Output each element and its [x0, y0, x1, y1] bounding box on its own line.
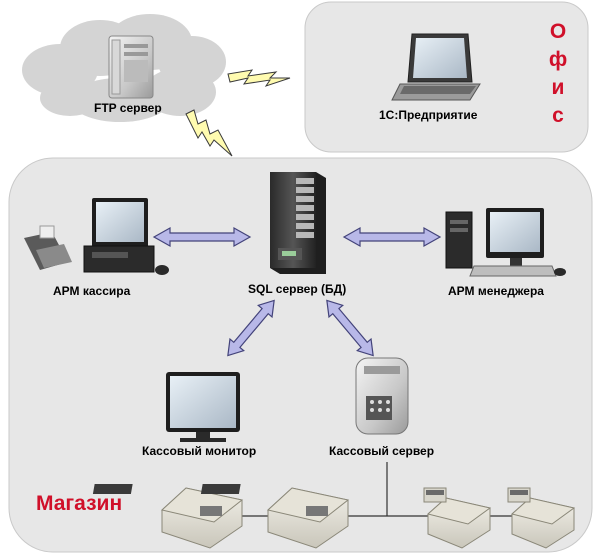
- cash-monitor-label: Кассовый монитор: [142, 444, 257, 458]
- cash-monitor-icon: [166, 372, 240, 442]
- cash-register-small-icon: [423, 487, 492, 549]
- cash-server-label: Кассовый сервер: [329, 444, 435, 458]
- register-connection-lines: [240, 462, 512, 517]
- office-title-letter: с: [552, 104, 564, 127]
- lightning-icon: [227, 69, 291, 87]
- cashier-label: АРМ кассира: [53, 284, 131, 298]
- arrow-cashier-sql: [152, 226, 252, 248]
- office-title: О ф и с: [543, 18, 573, 130]
- sql-server-icon: [270, 172, 326, 274]
- cash-register-icon: [200, 484, 350, 549]
- cloud-icon: [22, 14, 226, 122]
- office-title-letter: О: [549, 20, 567, 43]
- onec-label: 1С:Предприятие: [379, 108, 478, 122]
- ftp-server-icon: [108, 35, 154, 99]
- cash-register-icon: [92, 484, 244, 549]
- sql-server-label: SQL сервер (БД): [248, 282, 347, 296]
- arrow-sql-manager: [342, 226, 442, 248]
- shop-title: Магазин: [36, 492, 123, 515]
- cash-register-small-icon: [507, 487, 576, 549]
- manager-label: АРМ менеджера: [448, 284, 544, 298]
- arrow-sql-cash-server: [326, 299, 374, 357]
- arrow-sql-cash-monitor: [227, 299, 275, 357]
- cash-server-icon: [355, 357, 409, 435]
- laptop-icon: [391, 33, 481, 101]
- office-title-letter: и: [551, 76, 565, 99]
- ftp-server-label: FTP сервер: [94, 101, 162, 115]
- lightning-icon: [185, 109, 233, 157]
- cashier-workstation-icon: [24, 198, 169, 275]
- manager-workstation-icon: [445, 208, 566, 277]
- office-title-letter: ф: [548, 48, 568, 71]
